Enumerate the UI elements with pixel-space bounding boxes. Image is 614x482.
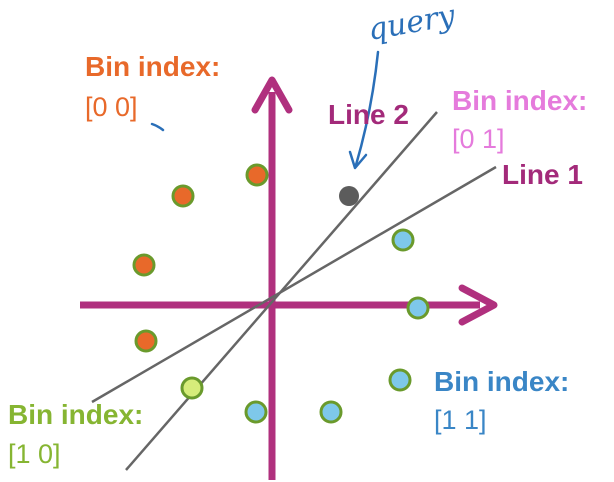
point-bin-01	[391, 228, 415, 252]
query-arrow-icon	[354, 50, 380, 167]
point-bin-00	[245, 163, 269, 187]
point-bin-00	[134, 329, 158, 353]
bin-01-value: [0 1]	[452, 124, 505, 154]
query-annotation: query	[150, 0, 459, 170]
point-bin-10	[180, 376, 204, 400]
line-2	[125, 111, 438, 471]
data-points	[132, 163, 430, 424]
point-bin-00	[171, 184, 195, 208]
point-bin-01	[406, 296, 430, 320]
point-bin-00	[132, 253, 156, 277]
point-bin-11	[319, 400, 343, 424]
point-bin-11	[388, 368, 412, 392]
bin-11-title: Bin index:	[434, 366, 569, 397]
line-1-label: Line 1	[502, 159, 583, 190]
query-label: query	[365, 0, 458, 48]
query-arrow-head	[348, 150, 368, 170]
line-2-label: Line 2	[328, 99, 409, 130]
bin-11-value: [1 1]	[434, 405, 487, 435]
bin-10-value: [1 0]	[8, 439, 61, 469]
bin-00-value: [0 0]	[85, 92, 138, 122]
y-axis-arrow-icon	[251, 76, 293, 114]
stray-mark	[150, 122, 165, 132]
bin-00-title: Bin index:	[85, 51, 220, 82]
line-1	[91, 165, 497, 404]
bin-10-title: Bin index:	[8, 399, 143, 430]
query-point	[339, 186, 359, 206]
bin-01-title: Bin index:	[452, 85, 587, 116]
x-axis-arrow-icon	[458, 284, 498, 326]
point-bin-11	[244, 400, 268, 424]
